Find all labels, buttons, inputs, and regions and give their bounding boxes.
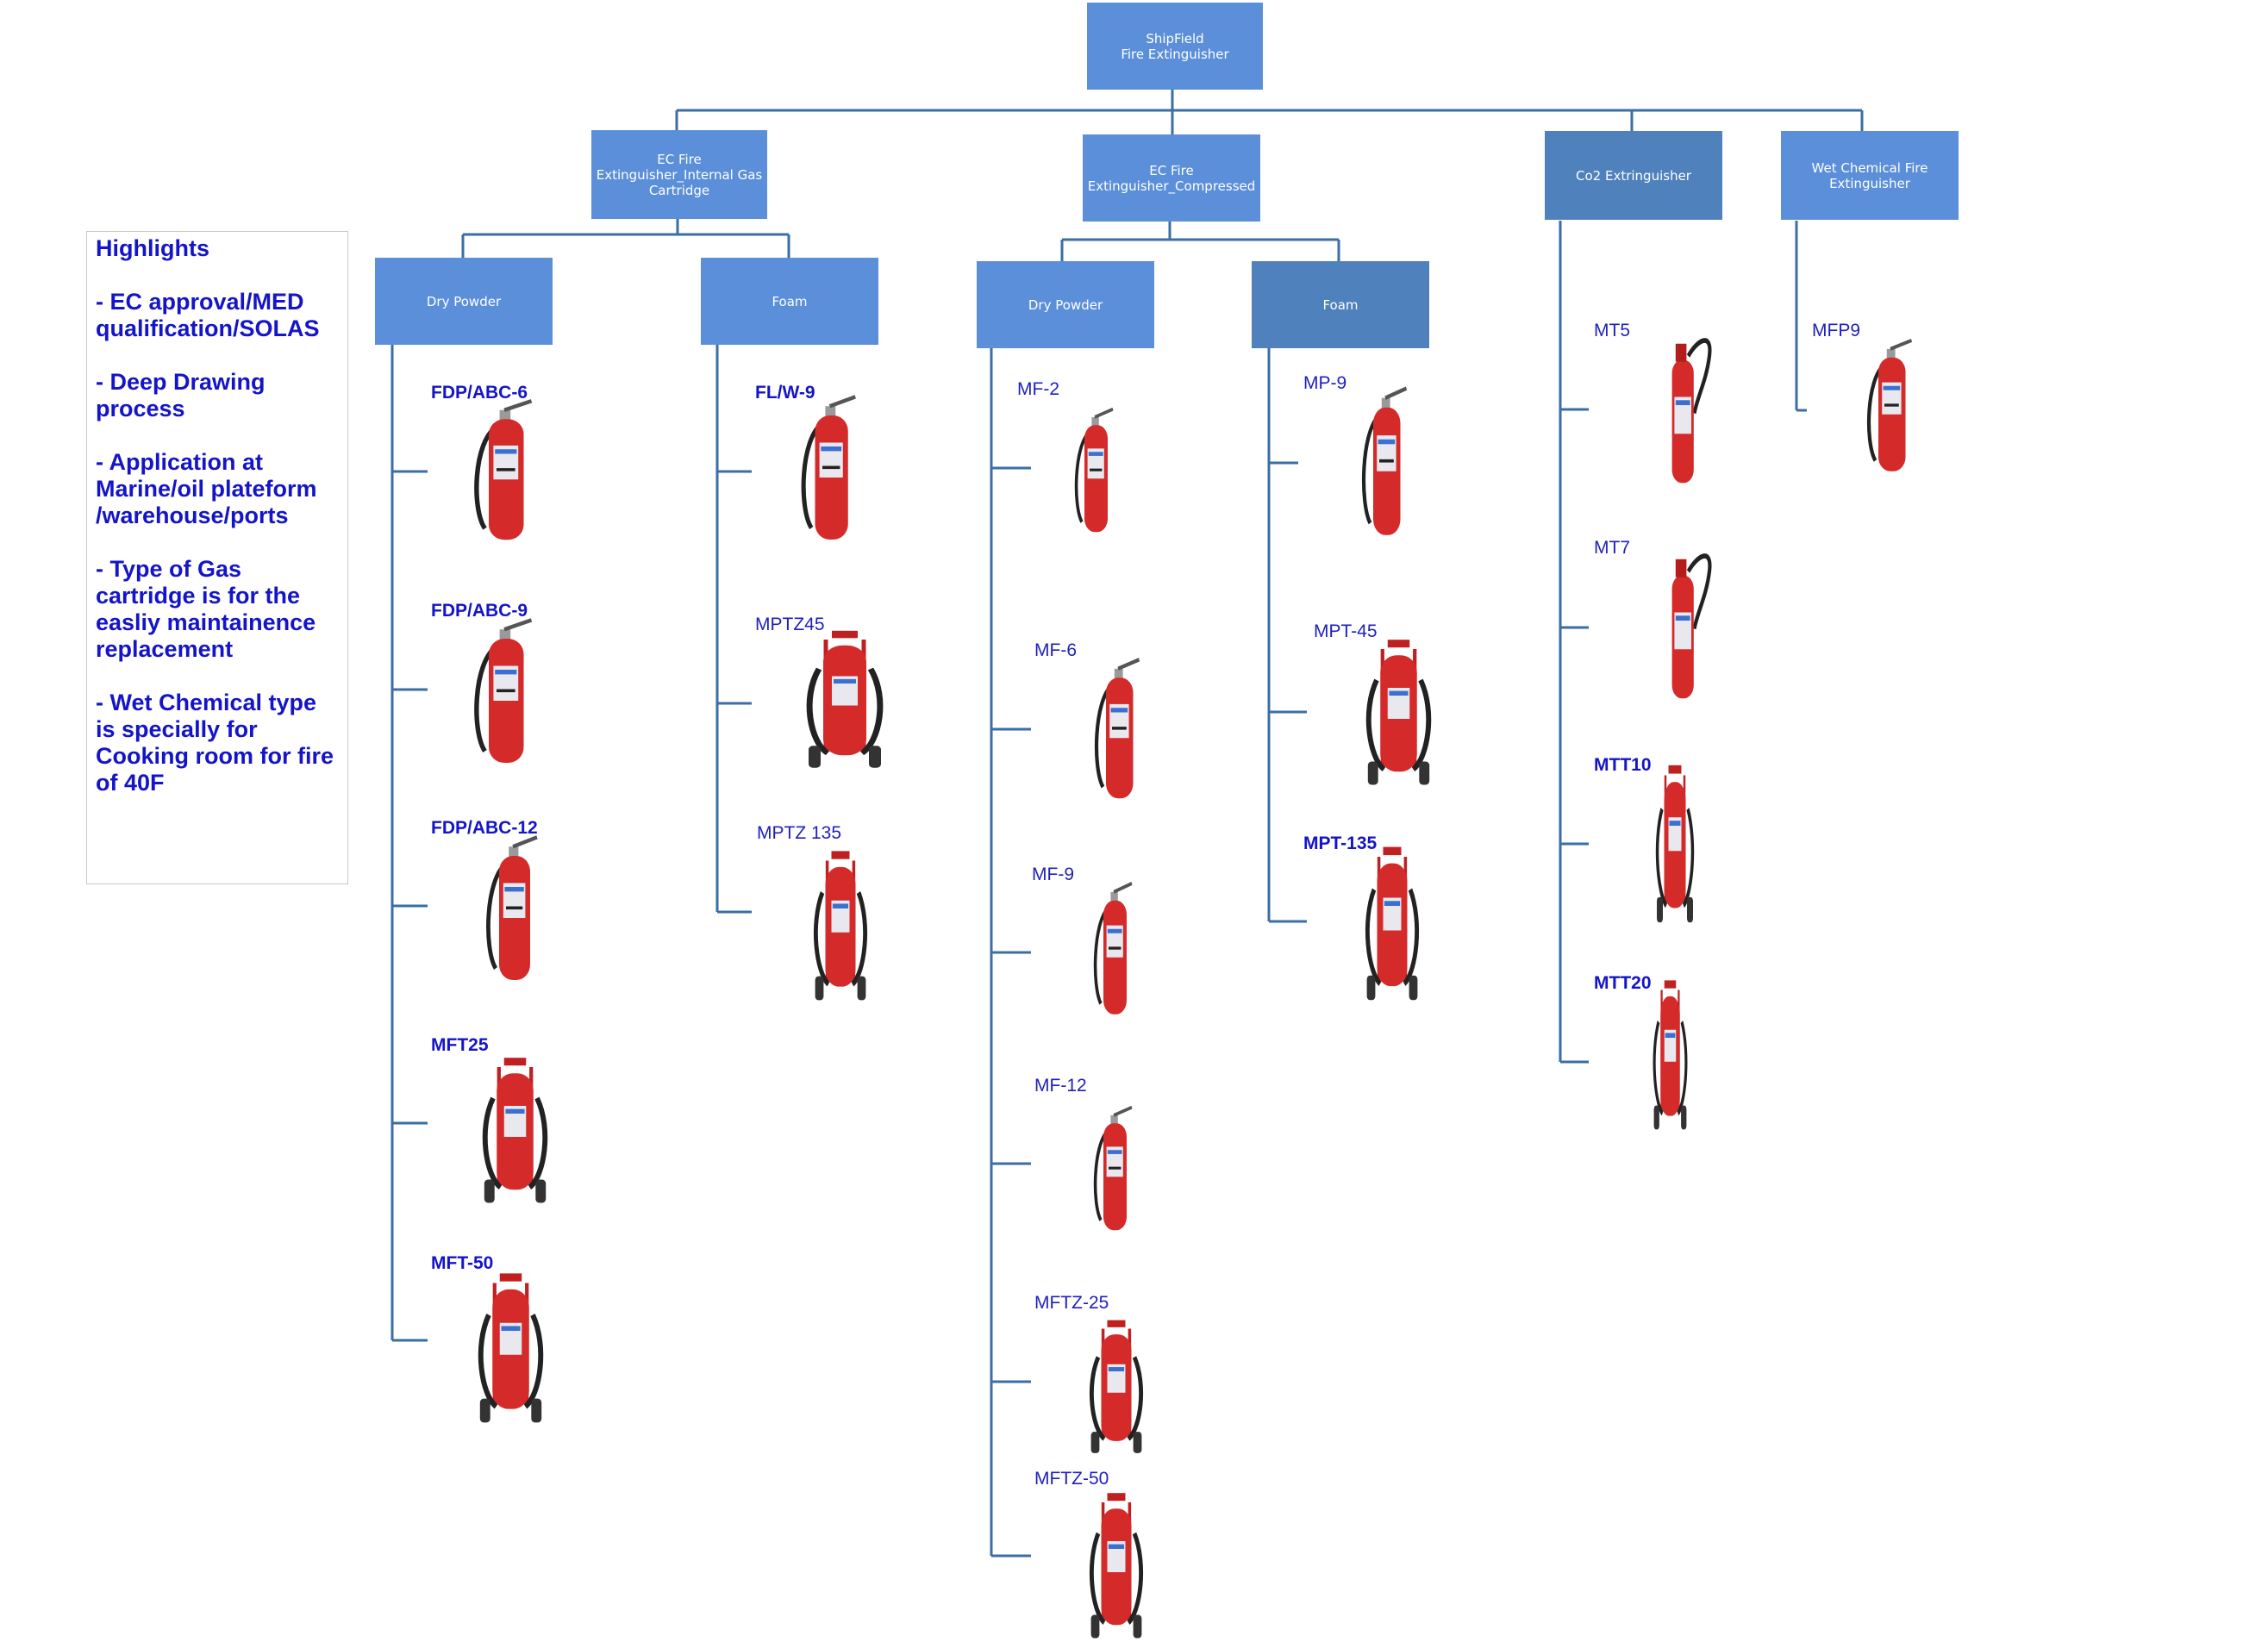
root-line2: Fire Extinguisher [1121, 46, 1229, 62]
category-compressed: EC Fire Extinguisher_Compressed [1083, 134, 1260, 222]
extinguisher-icon [801, 395, 856, 540]
product-label: MF-2 [1017, 379, 1059, 399]
root-line1: ShipField [1146, 30, 1204, 47]
highlight-item: - Wet Chemical type is specially for Coo… [96, 690, 334, 796]
highlights-title: Highlights [96, 235, 209, 261]
product-label: MFT25 [431, 1035, 489, 1055]
extinguisher-icon [1671, 338, 1712, 484]
product-label: MPT-135 [1303, 833, 1378, 853]
subcategory-label: Dry Powder [1028, 297, 1103, 313]
extinguisher-icon [478, 1273, 544, 1423]
category-label: Wet Chemical Fire Extinguisher [1811, 159, 1928, 191]
product-label: MTT10 [1594, 755, 1652, 775]
subcategory-label: Foam [772, 293, 808, 309]
category-label: EC Fire Extinguisher_Compressed [1087, 162, 1256, 194]
subcategory-label: Foam [1322, 297, 1359, 313]
product-label: MTT20 [1594, 973, 1652, 993]
highlights-panel: Highlights - EC approval/MED qualificati… [86, 231, 348, 884]
product-label: MF-9 [1032, 865, 1074, 884]
extinguisher-icon [1089, 1320, 1144, 1453]
extinguisher-icon [1074, 407, 1114, 533]
product-label: MFTZ-50 [1034, 1469, 1109, 1489]
extinguisher-icon [806, 630, 884, 768]
product-label: MPT-45 [1314, 621, 1378, 641]
extinguisher-icon [813, 851, 868, 1001]
subcategory-c1-foam: Foam [701, 258, 878, 345]
category-wet-chemical: Wet Chemical Fire Extinguisher [1781, 131, 1959, 220]
product-label: FDP/ABC-6 [431, 383, 528, 403]
root-box: ShipField Fire Extinguisher [1087, 3, 1263, 90]
product-label: FDP/ABC-12 [431, 818, 538, 838]
product-label: MPTZ45 [755, 615, 825, 634]
extinguisher-icon [1365, 640, 1432, 785]
product-label: FL/W-9 [755, 383, 815, 403]
extinguisher-icon [1365, 846, 1420, 1001]
extinguisher-icon [1093, 881, 1133, 1015]
product-label: MT7 [1594, 538, 1630, 558]
category-label: EC Fire Extinguisher_Internal Gas Cartri… [596, 151, 763, 198]
extinguisher-icon [482, 1058, 548, 1203]
product-label: MF-12 [1034, 1076, 1087, 1096]
category-internal-gas-cartridge: EC Fire Extinguisher_Internal Gas Cartri… [591, 130, 767, 219]
product-label: MFT-50 [431, 1253, 494, 1273]
extinguisher-icon [486, 835, 538, 980]
extinguisher-icon [1361, 386, 1408, 535]
subcategory-c2-foam: Foam [1252, 261, 1429, 348]
product-label: MFTZ-25 [1034, 1293, 1109, 1313]
product-label: MF-6 [1034, 640, 1077, 660]
highlight-item: - EC approval/MED qualification/SOLAS [96, 289, 320, 341]
extinguisher-icon [474, 399, 533, 540]
highlight-item: - Deep Drawing process [96, 369, 266, 421]
product-label: MT5 [1594, 321, 1630, 340]
category-label: Co2 Extringuisher [1576, 167, 1691, 184]
subcategory-label: Dry Powder [426, 293, 502, 309]
extinguisher-icon [1089, 1493, 1144, 1639]
extinguisher-icon [1866, 338, 1913, 471]
product-label: MPTZ 135 [757, 823, 842, 843]
extinguisher-icon [1094, 658, 1140, 799]
highlight-item: - Application at Marine/oil plateform /w… [96, 449, 317, 528]
highlight-item: - Type of Gas cartridge is for the easli… [96, 556, 316, 662]
category-co2: Co2 Extringuisher [1545, 131, 1722, 220]
product-label: MP-9 [1303, 373, 1347, 393]
extinguisher-icon [1655, 765, 1695, 923]
extinguisher-icon [1671, 553, 1712, 699]
product-label: FDP/ABC-9 [431, 601, 528, 621]
subcategory-c1-dry-powder: Dry Powder [375, 258, 553, 345]
extinguisher-icon [1093, 1105, 1133, 1231]
product-label: MFP9 [1812, 321, 1861, 340]
extinguisher-icon [474, 618, 533, 763]
subcategory-c2-dry-powder: Dry Powder [977, 261, 1154, 348]
extinguisher-icon [1653, 980, 1688, 1130]
